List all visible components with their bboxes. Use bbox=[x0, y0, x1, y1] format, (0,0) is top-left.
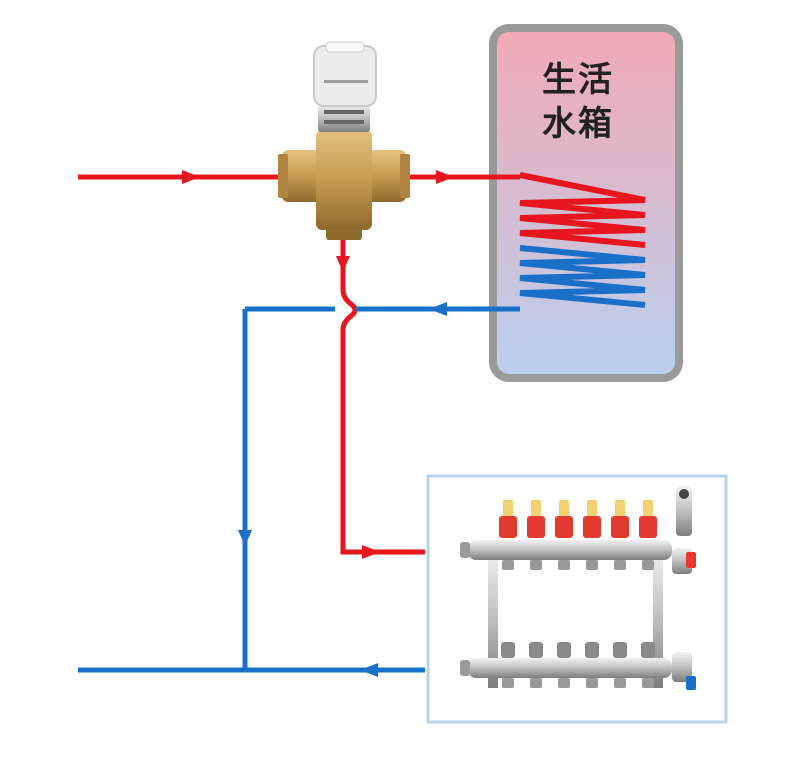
arrow-hot-to-manifold bbox=[362, 545, 380, 559]
storage-tank bbox=[489, 24, 683, 382]
manifold-icon bbox=[426, 474, 728, 724]
tank-label-line2: 水箱 bbox=[542, 104, 614, 144]
return-outlets bbox=[502, 678, 654, 688]
supply-valve-gauges bbox=[503, 500, 653, 516]
three-way-valve-icon bbox=[278, 41, 410, 240]
arrow-cold-down bbox=[238, 530, 252, 546]
arrow-hot-down bbox=[336, 256, 350, 272]
arrow-hot-inlet bbox=[182, 170, 200, 184]
tank-label-line1: 生活 bbox=[542, 60, 614, 100]
cold-coil bbox=[519, 245, 646, 308]
flow-arrows bbox=[182, 170, 454, 677]
hot-pipes bbox=[78, 174, 520, 555]
arrow-cold-from-tank bbox=[429, 302, 447, 316]
arrow-cold-from-manifold bbox=[360, 663, 378, 677]
supply-outlets bbox=[502, 560, 654, 570]
return-valves bbox=[501, 642, 655, 658]
tank-label: 生活 水箱 bbox=[536, 58, 620, 146]
arrow-hot-to-tank bbox=[436, 170, 454, 184]
hot-coil bbox=[519, 172, 646, 248]
supply-valves bbox=[499, 516, 657, 538]
